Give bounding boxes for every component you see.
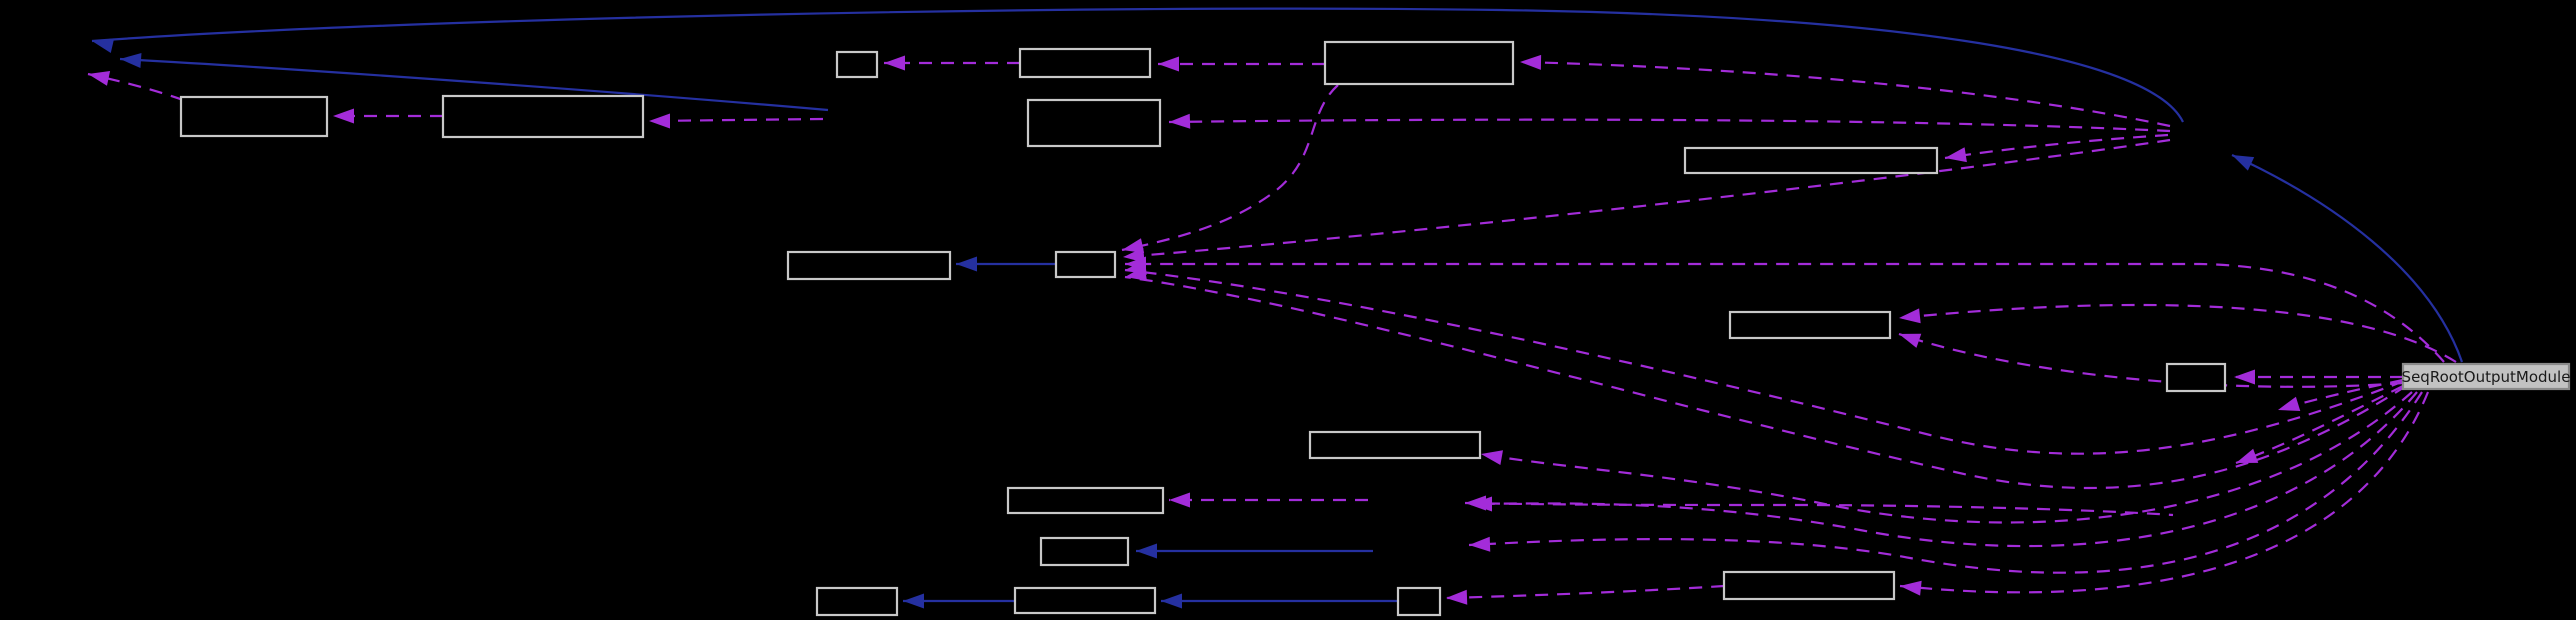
uses-edge	[1899, 391, 2430, 594]
class-node[interactable]	[1728, 310, 1892, 340]
inherits-edge	[119, 57, 829, 112]
inherits-edge	[2231, 154, 2464, 363]
arrowhead-icon	[1465, 495, 1486, 511]
arrowhead-icon	[120, 52, 142, 68]
uses-edge	[1168, 118, 2171, 133]
uses-edge	[1464, 501, 2174, 517]
uses-edge	[1898, 303, 2457, 363]
arrowhead-icon	[2232, 155, 2255, 171]
uses-edge	[1468, 391, 2423, 574]
class-node[interactable]	[2165, 362, 2227, 393]
uses-edge	[1445, 584, 1725, 600]
arrowhead-icon	[1945, 147, 1967, 163]
arrowhead-icon	[1469, 536, 1491, 552]
arrowhead-icon	[1520, 54, 1542, 70]
uses-edge	[1519, 60, 2171, 128]
arrowhead-icon	[956, 256, 977, 272]
uses-edge	[1125, 262, 2445, 363]
class-node[interactable]	[1722, 570, 1896, 601]
arrowhead-icon	[2234, 369, 2255, 385]
class-node[interactable]	[1018, 47, 1152, 79]
class-node[interactable]	[1683, 146, 1939, 175]
uses-edge	[1121, 84, 1339, 252]
class-node[interactable]	[441, 94, 645, 139]
uses-edge	[1480, 391, 2413, 524]
arrowhead-icon	[88, 71, 111, 86]
class-node[interactable]	[815, 586, 899, 617]
arrowhead-icon	[1481, 450, 1503, 466]
uses-edge	[1470, 391, 2418, 548]
arrowhead-icon	[1169, 113, 1191, 129]
arrowhead-icon	[1161, 593, 1182, 609]
uses-edge	[1944, 133, 2169, 160]
class-node[interactable]	[1013, 586, 1157, 615]
class-node[interactable]	[179, 95, 329, 138]
class-node[interactable]	[835, 50, 879, 79]
class-node[interactable]	[1308, 430, 1482, 460]
uses-edge	[1898, 332, 2404, 388]
arrowhead-icon	[903, 593, 924, 609]
uses-edge	[1124, 268, 2405, 455]
uses-edge	[648, 117, 824, 123]
arrowhead-icon	[92, 38, 115, 54]
class-node[interactable]	[1323, 40, 1515, 86]
arrowhead-icon	[1122, 238, 1145, 253]
arrowhead-icon	[884, 55, 905, 71]
arrowhead-icon	[1136, 543, 1157, 559]
uses-edge	[1124, 275, 2407, 490]
arrowhead-icon	[333, 108, 354, 124]
class-node[interactable]	[1054, 250, 1117, 279]
class-node[interactable]	[1026, 98, 1162, 148]
arrowhead-icon	[1899, 333, 1922, 348]
arrowhead-icon	[1900, 580, 1922, 596]
class-node[interactable]	[1039, 536, 1130, 567]
arrowhead-icon	[1158, 56, 1179, 72]
arrowhead-icon	[1169, 492, 1190, 508]
class-node[interactable]	[1006, 486, 1165, 515]
class-node[interactable]	[1396, 586, 1442, 617]
uses-edge	[1122, 138, 2171, 259]
current-class-node-label: SeqRootOutputModule	[2402, 368, 2571, 386]
arrowhead-icon	[2278, 396, 2301, 412]
inherits-edge	[91, 7, 2184, 123]
arrowhead-icon	[649, 113, 670, 129]
class-node[interactable]	[786, 250, 952, 281]
current-class-node	[2401, 362, 2571, 391]
arrowhead-icon	[1446, 589, 1468, 605]
arrowhead-icon	[1125, 265, 1147, 281]
arrowhead-icon	[1899, 308, 1921, 324]
uses-edge	[2235, 385, 2404, 465]
arrowhead-icon	[2236, 448, 2259, 463]
